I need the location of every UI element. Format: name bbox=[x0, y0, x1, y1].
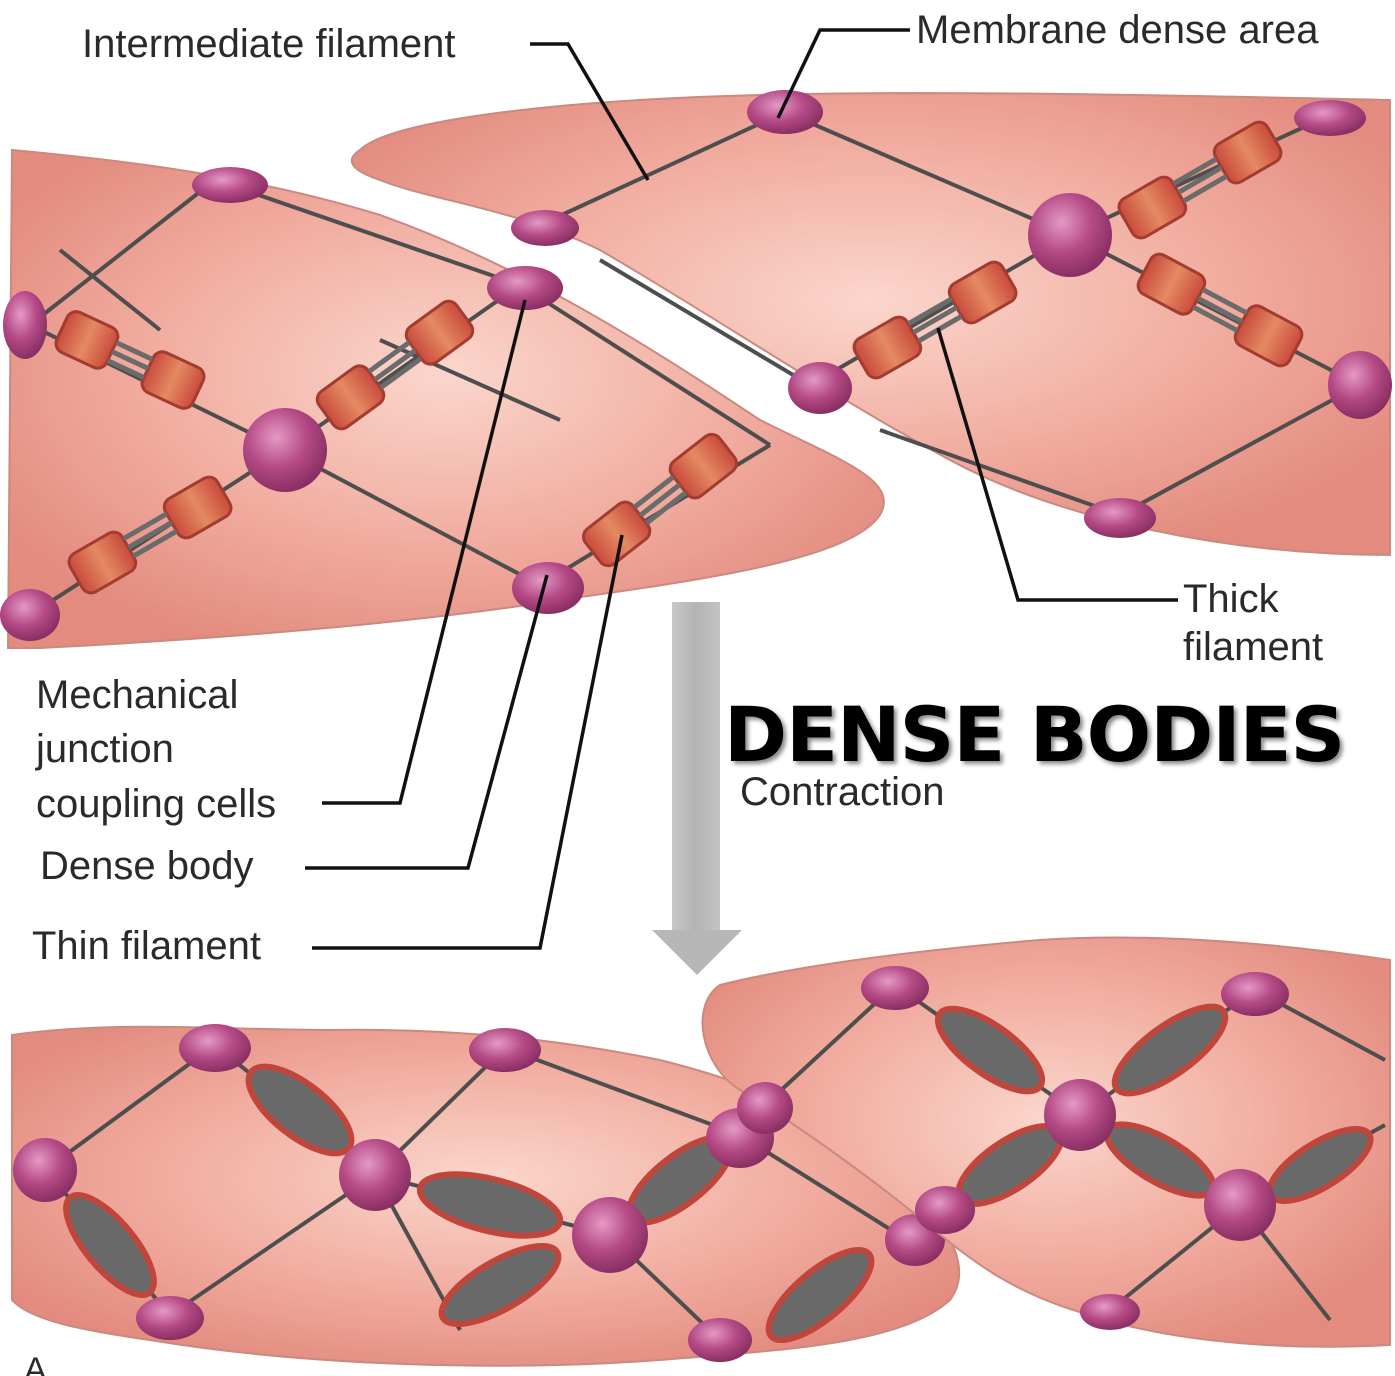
label-dense-body: Dense body bbox=[40, 842, 253, 890]
label-thick-filament-line-2: filament bbox=[1183, 623, 1323, 671]
label-mechanical-junction-line-2: junction bbox=[36, 722, 276, 776]
label-thin-filament: Thin filament bbox=[32, 922, 261, 970]
panel-letter: A bbox=[24, 1350, 47, 1376]
page-title: DENSE BODIES bbox=[724, 690, 1344, 779]
label-membrane-dense-area: Membrane dense area bbox=[916, 6, 1318, 54]
label-mechanical-junction: Mechanical junction coupling cells bbox=[36, 668, 276, 831]
label-thick-filament-line-1: Thick bbox=[1183, 575, 1323, 623]
label-mechanical-junction-line-3: coupling cells bbox=[36, 777, 276, 831]
label-mechanical-junction-line-1: Mechanical bbox=[36, 668, 276, 722]
contraction-arrow bbox=[652, 602, 742, 975]
label-thick-filament: Thick filament bbox=[1183, 575, 1323, 671]
label-intermediate-filament: Intermediate filament bbox=[82, 20, 456, 68]
